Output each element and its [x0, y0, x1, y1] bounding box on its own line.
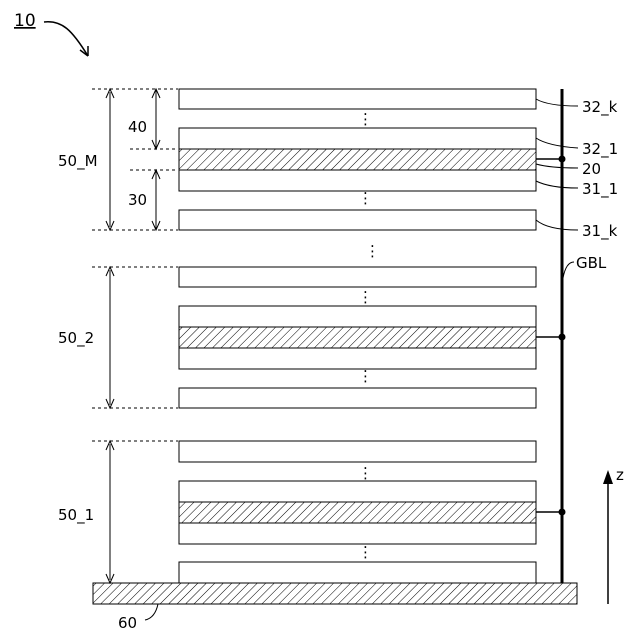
stack-50-2: 50_2 ⋮ ⋮ [58, 267, 566, 408]
layer-32-1 [179, 128, 536, 149]
stack-50-1-layer-lower [179, 523, 536, 544]
stack-50-1-ellipsis-upper: ⋮ [358, 464, 373, 482]
leader-31-1 [536, 181, 578, 188]
stack-50-2-layer-bottom [179, 388, 536, 408]
leader-32-k [536, 99, 578, 106]
layer-32-k [179, 89, 536, 109]
label-32-1: 32_1 [582, 140, 618, 159]
stack-50-2-ellipsis-lower: ⋮ [358, 367, 373, 385]
ellipsis-upper: ⋮ [358, 110, 373, 128]
stack-50-1-ellipsis-lower: ⋮ [358, 543, 373, 561]
label-substrate: 60 [118, 614, 137, 632]
stack-50-1: 50_1 ⋮ ⋮ [58, 441, 566, 583]
leader-32-1 [536, 138, 578, 148]
stack-50-2-layer-upper [179, 306, 536, 327]
ellipsis-between-stacks: ⋮ [365, 242, 380, 260]
label-31-1: 31_1 [582, 180, 618, 199]
figure-ref-label: 10 [14, 11, 36, 31]
stack-50-2-layer-top [179, 267, 536, 287]
leader-20 [536, 164, 578, 168]
label-31-k: 31_k [582, 222, 618, 241]
stack-50-2-label: 50_2 [58, 329, 94, 348]
stack-50-2-layer-lower [179, 348, 536, 369]
ellipsis-lower: ⋮ [358, 189, 373, 207]
stack-50-2-layer-hatched [179, 327, 536, 348]
z-axis-label: z [616, 466, 624, 484]
label-gbl: GBL [576, 254, 607, 272]
stack-50-1-layer-hatched [179, 502, 536, 523]
dim-40-label: 40 [128, 118, 147, 136]
label-20: 20 [582, 160, 601, 178]
leader-31-k [536, 220, 578, 230]
substrate [93, 583, 577, 604]
stack-50-m-label: 50_M [58, 152, 98, 171]
stack-50-1-label: 50_1 [58, 506, 94, 525]
layer-31-k [179, 210, 536, 230]
stack-50-1-layer-bottom [179, 562, 536, 583]
layer-20-hatched [179, 149, 536, 170]
stack-50-1-layer-upper [179, 481, 536, 502]
z-axis-arrowhead [603, 470, 613, 484]
label-32-k: 32_k [582, 98, 618, 117]
stack-50-m: 50_M 40 30 ⋮ ⋮ 32_k 32_1 20 31_1 31_k [58, 89, 618, 241]
stack-50-1-layer-top [179, 441, 536, 462]
dim-30-label: 30 [128, 191, 147, 209]
stack-50-2-ellipsis-upper: ⋮ [358, 288, 373, 306]
layer-31-1 [179, 170, 536, 191]
leader-gbl [563, 262, 574, 278]
leader-substrate [145, 604, 158, 620]
